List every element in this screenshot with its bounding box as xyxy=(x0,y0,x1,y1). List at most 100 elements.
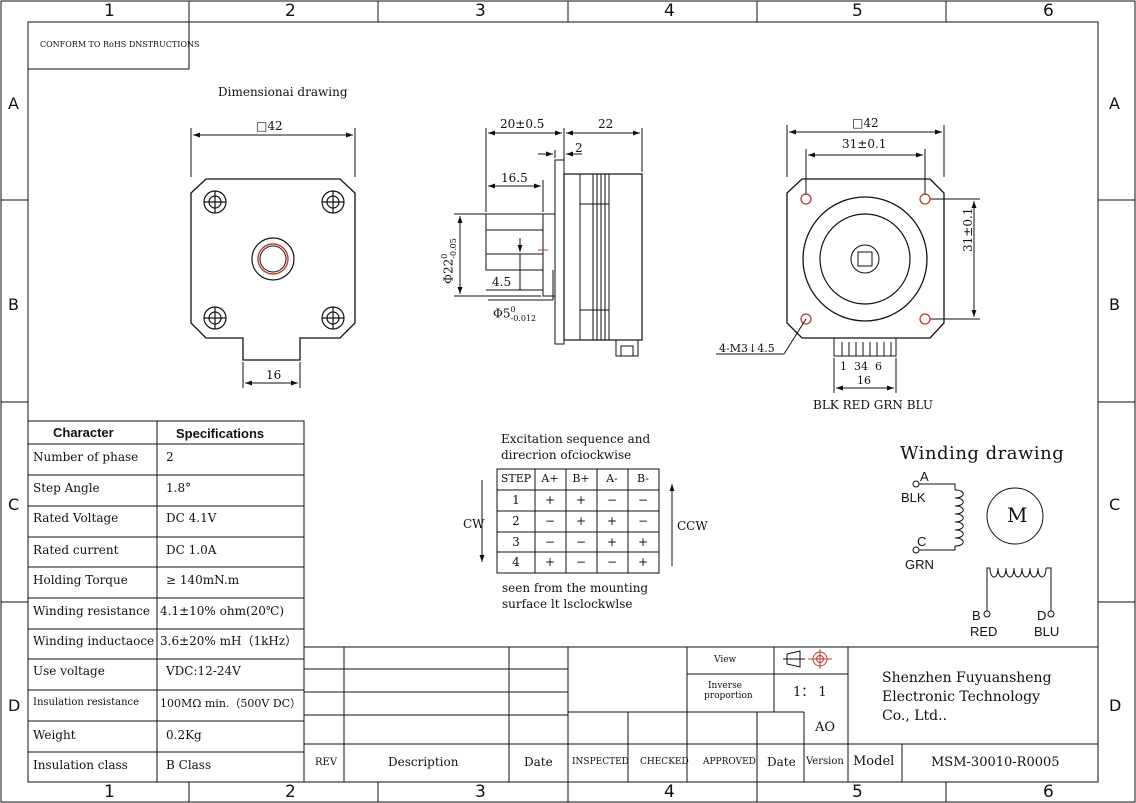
side-dim-pilot-tol-upper: 0 xyxy=(439,253,449,259)
excitation-cell: + xyxy=(544,493,556,507)
zone-col-top-5: 5 xyxy=(852,1,863,21)
excitation-cell: − xyxy=(575,555,587,569)
title-inverse-label-2: proportion xyxy=(704,691,753,701)
excitation-cell: + xyxy=(575,493,587,507)
side-dim-shaft-tol-lower: -0.012 xyxy=(510,314,537,323)
winding-color-a: BLK xyxy=(901,490,926,505)
zone-col-top-6: 6 xyxy=(1043,1,1054,21)
side-dim-pilot-tol-lower: -0.05 xyxy=(448,238,458,259)
winding-terminal-c: C xyxy=(917,534,927,549)
spec-row-value: DC 1.0A xyxy=(166,543,217,557)
end-hole-spacing-h: 31±0.1 xyxy=(842,137,887,151)
spec-row-name: Step Angle xyxy=(33,481,100,495)
zone-col-bottom-2: 2 xyxy=(285,782,296,802)
spec-row-name: Insulation class xyxy=(33,758,128,772)
spec-row-value: VDC:12-24V xyxy=(166,664,241,678)
side-dim-rear: 22 xyxy=(598,117,614,131)
company-name: Shenzhen Fuyuansheng Electronic Technolo… xyxy=(882,670,1052,724)
excitation-cell: − xyxy=(544,535,556,549)
end-width-dim: □42 xyxy=(852,116,879,130)
spec-row-name: Use voltage xyxy=(33,664,105,678)
zone-col-top-1: 1 xyxy=(104,1,115,21)
zone-row-right-c: C xyxy=(1109,495,1121,514)
zone-row-left-c: C xyxy=(8,495,20,514)
excitation-cell: − xyxy=(575,535,587,549)
rohs-note: CONFORM TO RoHS DNSTRUCTIONS xyxy=(40,40,200,49)
excitation-cell: + xyxy=(637,535,649,549)
side-dim-pilot-value: Φ22 xyxy=(441,258,456,284)
spec-row-name: Rated current xyxy=(33,543,119,557)
winding-terminal-b: B xyxy=(972,608,981,623)
excitation-cw-label: CW xyxy=(463,517,485,531)
spec-row-value: 0.2Kg xyxy=(166,728,202,742)
winding-terminal-d: D xyxy=(1037,608,1047,623)
title-version: Version xyxy=(806,756,844,767)
zone-col-bottom-4: 4 xyxy=(664,782,675,802)
spec-row-name: Rated Voltage xyxy=(33,511,119,525)
excitation-cell: − xyxy=(606,555,618,569)
spec-row-name: Winding resistance xyxy=(33,604,150,618)
side-dim-shaft-tol-upper: 0 xyxy=(510,305,516,314)
spec-row-value: DC 4.1V xyxy=(166,511,217,525)
excitation-header-cell: A- xyxy=(606,472,618,485)
excitation-cell: + xyxy=(544,555,556,569)
title-view-label: View xyxy=(714,655,737,665)
title-checked: CHECKED xyxy=(640,757,689,767)
end-hole-spacing-v: 31±0.1 xyxy=(961,207,975,252)
excitation-cell: − xyxy=(544,514,556,528)
excitation-header-cell: A+ xyxy=(541,472,559,485)
excitation-header-cell: B+ xyxy=(572,472,590,485)
spec-row-name: Number of phase xyxy=(33,450,139,464)
spec-row-value: 4.1±10% ohm(20℃) xyxy=(160,604,285,618)
excitation-title-line1: Excitation sequence and xyxy=(501,432,651,446)
excitation-header-cell: B- xyxy=(636,472,650,485)
excitation-cell: + xyxy=(637,555,649,569)
winding-color-c: GRN xyxy=(905,557,934,572)
end-wire-colors: BLK RED GRN BLU xyxy=(813,398,933,412)
spec-row-name: Winding inductaoce xyxy=(33,634,155,648)
spec-row-name: Weight xyxy=(33,728,76,742)
spec-row-value: B Class xyxy=(166,758,212,772)
side-dim-shaft-length: 16.5 xyxy=(501,171,528,185)
zone-col-bottom-3: 3 xyxy=(475,782,486,802)
title-date-2: Date xyxy=(767,755,796,769)
excitation-header-cell: STEP xyxy=(500,472,532,485)
front-bottom-dim: 16 xyxy=(266,368,282,382)
title-scale: 1： 1 xyxy=(793,685,827,700)
title-inspected: INSPECTED xyxy=(572,757,629,767)
spec-header-specifications: Specifications xyxy=(176,426,265,441)
side-dim-pilot-diameter: Φ22 0 -0.05 xyxy=(440,238,458,284)
front-view-title: Dimensionai drawing xyxy=(218,85,348,99)
zone-col-top-4: 4 xyxy=(664,1,675,21)
zone-row-right-a: A xyxy=(1109,94,1120,113)
zone-row-left-b: B xyxy=(8,295,19,314)
spec-row-name: Insulation resistance xyxy=(33,697,140,708)
spec-row-value: 2 xyxy=(166,450,174,464)
title-rev: REV xyxy=(315,757,338,768)
zone-col-bottom-5: 5 xyxy=(852,782,863,802)
excitation-cell: + xyxy=(575,514,587,528)
side-dim-flat: 4.5 xyxy=(492,275,512,289)
excitation-cell: 2 xyxy=(512,514,520,528)
excitation-cell: 4 xyxy=(512,555,520,569)
title-model-value: MSM-30010-R0005 xyxy=(931,755,1060,770)
winding-color-b: RED xyxy=(970,624,998,639)
title-description: Description xyxy=(388,755,459,769)
excitation-note-line2: surface lt lsclockwlse xyxy=(502,597,633,611)
zone-col-top-2: 2 xyxy=(285,1,296,21)
zone-row-left-d: D xyxy=(8,696,21,715)
zone-col-bottom-6: 6 xyxy=(1043,782,1054,802)
spec-row-value: ≥ 140mN.m xyxy=(166,573,240,587)
end-connector-width: 16 xyxy=(857,374,871,387)
spec-row-value: 3.6±20% mH（1kHz） xyxy=(160,634,298,648)
title-inverse-label-1: Inverse xyxy=(708,681,743,691)
winding-terminal-a: A xyxy=(920,469,929,484)
end-connector-pins: 1 34 6 xyxy=(840,360,882,373)
winding-motor-symbol: M xyxy=(1007,503,1028,527)
side-dim-flange: 2 xyxy=(575,141,583,155)
title-sheet-size: AO xyxy=(815,720,836,735)
zone-col-bottom-1: 1 xyxy=(104,782,115,802)
excitation-cell: + xyxy=(606,514,618,528)
zone-col-top-3: 3 xyxy=(475,1,486,21)
